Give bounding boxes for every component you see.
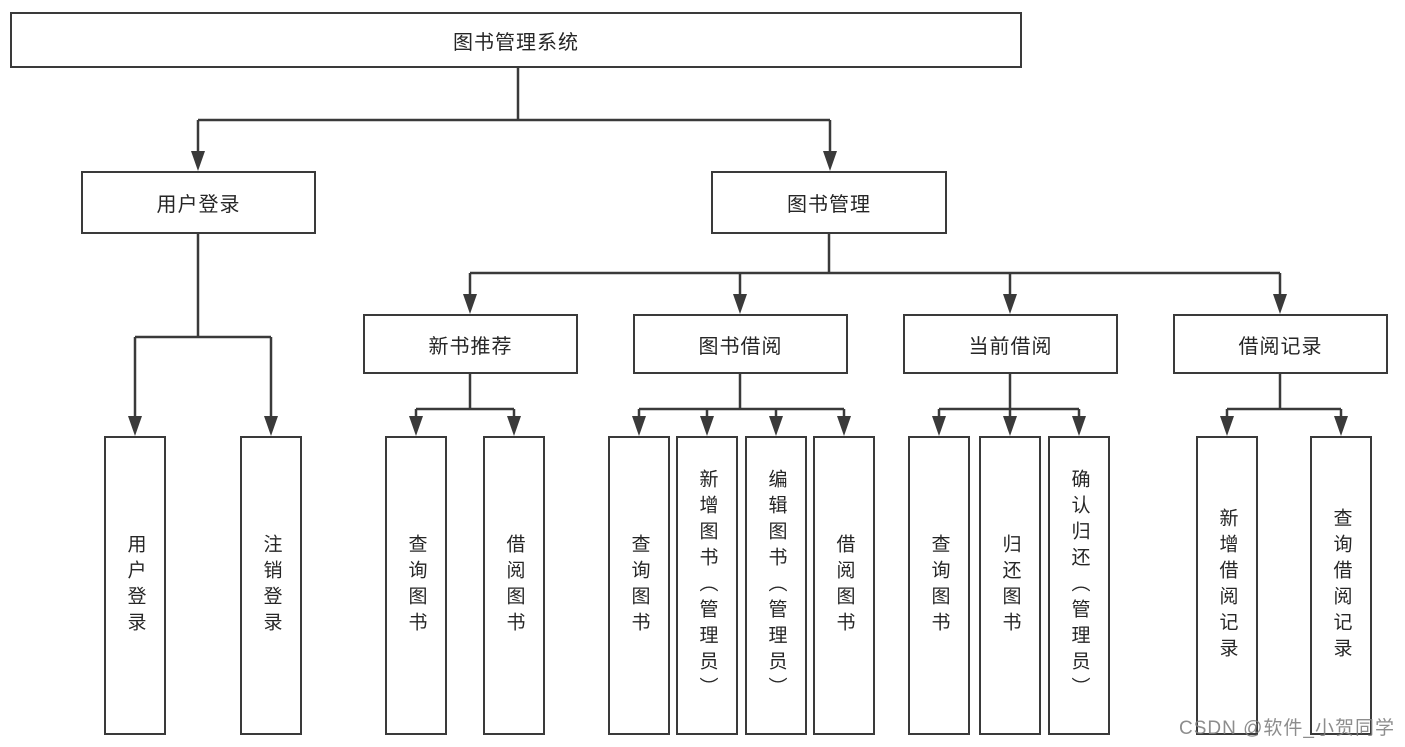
node-book-borrowing: 图书借阅 <box>633 314 848 374</box>
leaf-edit-books-admin: 编辑图书（管理员） <box>745 436 807 735</box>
leaf-label: 查询图书 <box>405 533 427 638</box>
leaf-label: 归还图书 <box>999 533 1021 638</box>
leaf-logout: 注销登录 <box>240 436 302 735</box>
leaf-add-books-admin: 新增图书（管理员） <box>676 436 738 735</box>
leaf-label: 新增借阅记录 <box>1216 507 1238 664</box>
leaf-query-books: 查询图书 <box>908 436 970 735</box>
leaf-confirm-return-admin: 确认归还（管理员） <box>1048 436 1110 735</box>
leaf-label: 确认归还（管理员） <box>1068 468 1090 703</box>
node-borrow-records: 借阅记录 <box>1173 314 1388 374</box>
leaf-query-books: 查询图书 <box>385 436 447 735</box>
leaf-label: 注销登录 <box>260 533 282 638</box>
leaf-label: 借阅图书 <box>833 533 855 638</box>
node-user-login: 用户登录 <box>81 171 316 234</box>
leaf-label: 查询借阅记录 <box>1330 507 1352 664</box>
leaf-label: 查询图书 <box>628 533 650 638</box>
leaf-label: 新增图书（管理员） <box>696 468 718 703</box>
leaf-label: 查询图书 <box>928 533 950 638</box>
leaf-query-books: 查询图书 <box>608 436 670 735</box>
leaf-label: 编辑图书（管理员） <box>765 468 787 703</box>
leaf-return-books: 归还图书 <box>979 436 1041 735</box>
leaf-borrow-books: 借阅图书 <box>483 436 545 735</box>
node-system-root: 图书管理系统 <box>10 12 1022 68</box>
leaf-query-borrow-record: 查询借阅记录 <box>1310 436 1372 735</box>
node-current-borrowing: 当前借阅 <box>903 314 1118 374</box>
leaf-user-login: 用户登录 <box>104 436 166 735</box>
leaf-add-borrow-record: 新增借阅记录 <box>1196 436 1258 735</box>
leaf-borrow-books: 借阅图书 <box>813 436 875 735</box>
arrowheads <box>128 151 1348 436</box>
csdn-watermark: CSDN @软件_小贺同学 <box>1179 718 1395 739</box>
leaf-label: 用户登录 <box>124 533 146 638</box>
leaf-label: 借阅图书 <box>503 533 525 638</box>
node-new-book-recommend: 新书推荐 <box>363 314 578 374</box>
node-book-management: 图书管理 <box>711 171 947 234</box>
